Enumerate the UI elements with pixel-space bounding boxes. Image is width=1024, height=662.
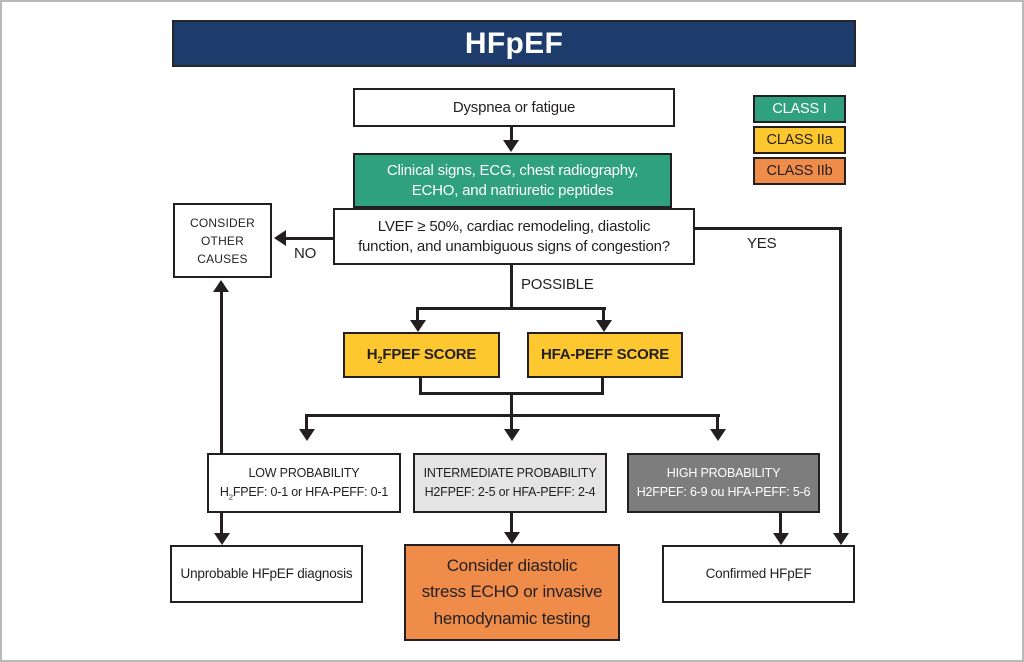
- arrowhead-to-hfa-peff: [596, 320, 612, 332]
- low-line2-post: FPEF: 0-1 or HFA-PEFF: 0-1: [232, 485, 389, 499]
- connector-branch2-mid: [510, 414, 513, 430]
- hfa-peff-score-label: HFA-PEFF SCORE: [540, 346, 670, 364]
- intermediate-line2: H2FPEF: 2-5 or HFA-PEFF: 2-4: [424, 485, 596, 499]
- page-title: HFpEF: [172, 20, 856, 67]
- connector-yes-vertical: [839, 227, 842, 533]
- node-consider-other-causes: CONSIDER OTHER CAUSES: [173, 203, 272, 278]
- connector-yes-horizontal: [695, 227, 842, 230]
- arrowhead-to-stress-testing: [504, 532, 520, 544]
- node-dyspnea-or-fatigue: Dyspnea or fatigue: [353, 88, 675, 127]
- connector-low-to-unprobable: [220, 513, 223, 534]
- edge-label-yes: YES: [747, 235, 777, 252]
- arrowhead-yes-to-confirmed: [833, 533, 849, 545]
- node-dyspnea-label: Dyspnea or fatigue: [452, 98, 576, 116]
- arrowhead-to-unprobable: [214, 533, 230, 545]
- edge-label-possible: POSSIBLE: [521, 276, 594, 293]
- high-line2: H2FPEF: 6-9 ou HFA-PEFF: 5-6: [636, 485, 811, 499]
- legend-class-i: CLASS I: [753, 95, 846, 123]
- connector-branch1-right: [602, 307, 605, 321]
- connector-branch2-right: [716, 414, 719, 430]
- clinical-line2: ECHO, and natriuretic peptides: [411, 181, 614, 199]
- node-clinical-workup: Clinical signs, ECG, chest radiography, …: [353, 153, 672, 208]
- stress-line2: stress ECHO or invasive: [421, 582, 603, 602]
- arrowhead-to-h2fpef: [410, 320, 426, 332]
- consider-line2: OTHER: [201, 233, 244, 248]
- h2fpef-sub: 2: [377, 355, 383, 366]
- lvef-line2: function, and unambiguous signs of conge…: [358, 237, 670, 255]
- connector-branch2-left: [305, 414, 308, 430]
- intermediate-line1: INTERMEDIATE PROBABILITY: [423, 466, 597, 481]
- connector-dyspnea-to-clinical: [510, 127, 513, 141]
- connector-high-to-confirmed: [779, 513, 782, 534]
- node-unprobable-hfpef: Unprobable HFpEF diagnosis: [170, 545, 363, 603]
- node-hfa-peff-score: HFA-PEFF SCORE: [527, 332, 683, 378]
- node-confirmed-hfpef: Confirmed HFpEF: [662, 545, 855, 603]
- h2fpef-pre: H: [366, 346, 378, 364]
- node-h2fpef-score: H2FPEF SCORE: [343, 332, 500, 378]
- connector-branch1-left: [416, 307, 419, 321]
- clinical-line1: Clinical signs, ECG, chest radiography,: [386, 161, 639, 179]
- arrowhead-to-consider-other-causes: [213, 280, 229, 292]
- stress-line3: hemodynamic testing: [433, 608, 591, 628]
- low-line2: H2FPEF: 0-1 or HFA-PEFF: 0-1: [220, 483, 388, 502]
- confirmed-label: Confirmed HFpEF: [705, 566, 812, 582]
- h2fpef-score-label: H2FPEF SCORE: [366, 345, 477, 366]
- arrowhead-high-to-confirmed: [773, 533, 789, 545]
- connector-low-to-consider: [220, 292, 223, 453]
- connector-intermediate-to-stress: [510, 513, 513, 533]
- legend-class-iia: CLASS IIa: [753, 126, 846, 154]
- node-intermediate-probability: INTERMEDIATE PROBABILITY H2FPEF: 2-5 or …: [413, 453, 607, 513]
- arrowhead-no-to-consider: [274, 230, 286, 246]
- arrowhead-dyspnea-to-clinical: [503, 140, 519, 152]
- connector-lvef-to-branch: [510, 265, 513, 309]
- connector-merge-down: [510, 392, 513, 417]
- connector-branch1-horizontal: [417, 307, 606, 310]
- arrowhead-to-high: [710, 429, 726, 441]
- consider-line3: CAUSES: [197, 251, 248, 266]
- legend-class-iib: CLASS IIb: [753, 157, 846, 185]
- connector-h2fpef-down: [419, 378, 422, 395]
- node-high-probability: HIGH PROBABILITY H2FPEF: 6-9 ou HFA-PEFF…: [627, 453, 820, 513]
- node-low-probability: LOW PROBABILITY H2FPEF: 0-1 or HFA-PEFF:…: [207, 453, 401, 513]
- node-lvef-question: LVEF ≥ 50%, cardiac remodeling, diastoli…: [333, 208, 695, 265]
- connector-hfa-peff-down: [601, 378, 604, 395]
- stress-line1: Consider diastolic: [446, 555, 578, 575]
- low-line2-sub: 2: [228, 492, 233, 502]
- low-line2-pre: H: [219, 485, 229, 499]
- h2fpef-post: FPEF SCORE: [382, 346, 477, 364]
- lvef-line1: LVEF ≥ 50%, cardiac remodeling, diastoli…: [377, 217, 651, 235]
- arrowhead-to-intermediate: [504, 429, 520, 441]
- connector-no-horizontal: [286, 237, 333, 240]
- high-line1: HIGH PROBABILITY: [666, 466, 781, 481]
- low-line1: LOW PROBABILITY: [248, 466, 360, 481]
- arrowhead-to-low: [299, 429, 315, 441]
- consider-line1: CONSIDER: [190, 215, 255, 230]
- unprobable-label: Unprobable HFpEF diagnosis: [180, 566, 353, 582]
- node-stress-testing: Consider diastolic stress ECHO or invasi…: [404, 544, 620, 641]
- edge-label-no: NO: [294, 245, 317, 262]
